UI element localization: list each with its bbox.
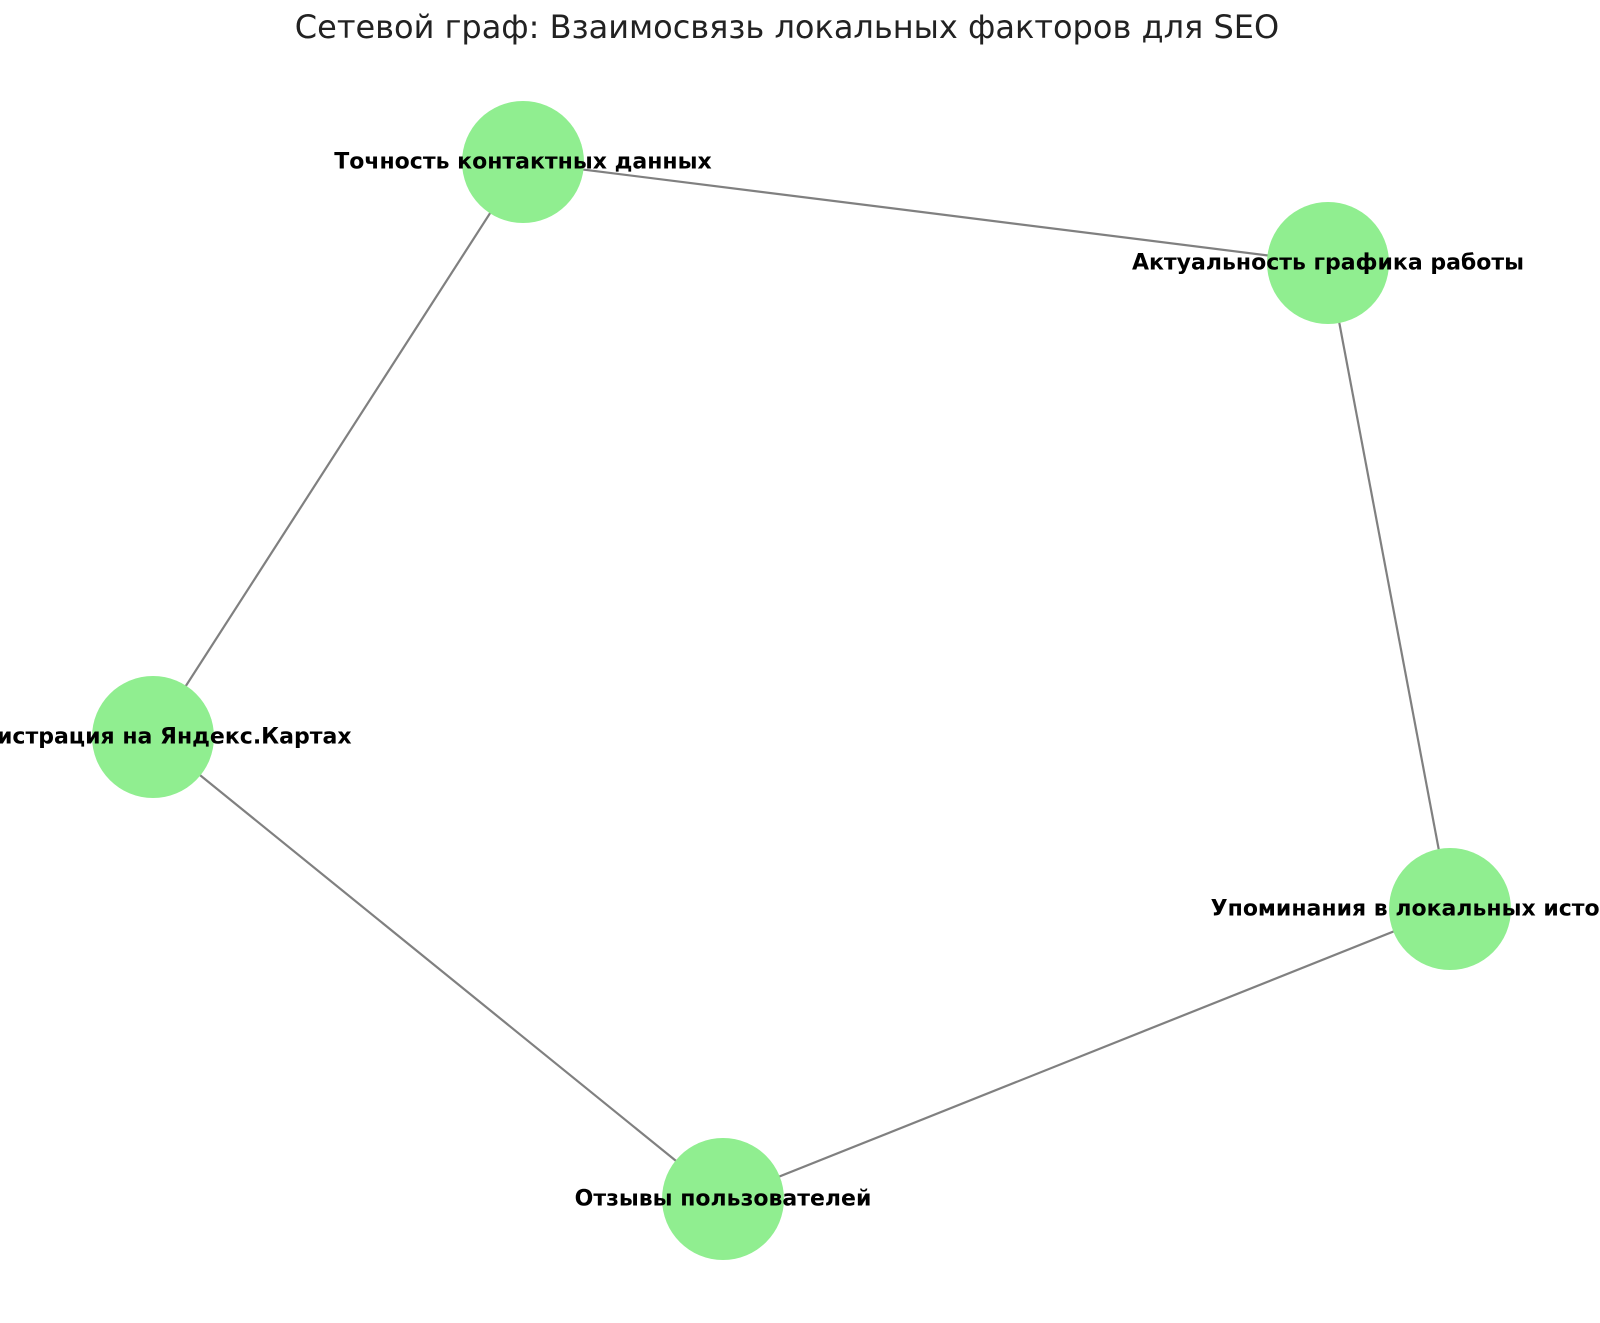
node-schedule-freshness: [1267, 202, 1389, 324]
node-label-user-reviews: Отзывы пользователей: [575, 1187, 872, 1212]
node-user-reviews: [662, 1138, 784, 1260]
node-contact-accuracy: [462, 101, 584, 223]
nodes-layer: [92, 101, 1511, 1260]
node-label-yandex-maps-registration: Регистрация на Яндекс.Картах: [0, 725, 352, 750]
edges-layer: [152, 160, 1452, 1201]
node-yandex-maps-registration: [92, 676, 214, 798]
edge-contact-accuracy-schedule-freshness: [522, 160, 1329, 265]
node-label-contact-accuracy: Точность контактных данных: [334, 150, 711, 175]
node-label-schedule-freshness: Актуальность графика работы: [1132, 251, 1524, 276]
node-local-mentions: [1389, 848, 1511, 970]
edge-yandex-maps-registration-user-reviews: [152, 736, 724, 1200]
edge-schedule-freshness-local-mentions: [1326, 262, 1452, 910]
chart-title: Сетевой граф: Взаимосвязь локальных факт…: [294, 8, 1280, 46]
edge-user-reviews-local-mentions: [722, 907, 1451, 1201]
edge-contact-accuracy-yandex-maps-registration: [152, 161, 524, 738]
node-label-local-mentions: Упоминания в локальных источниках: [1211, 897, 1600, 922]
